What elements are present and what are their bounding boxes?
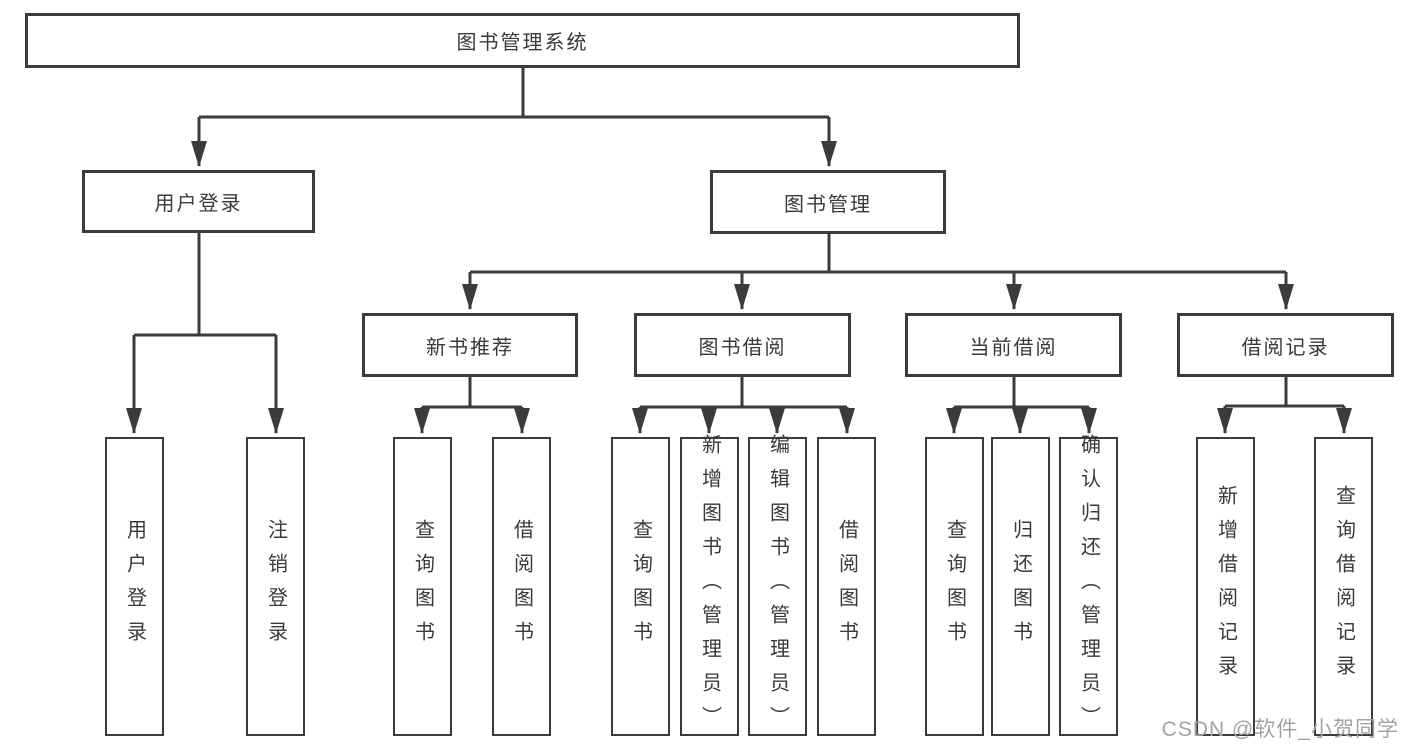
node-book-borrow: 图书借阅 — [634, 313, 851, 377]
node-label: 查询图书 — [943, 518, 966, 655]
node-label: 新增借阅记录 — [1214, 484, 1237, 689]
node-book-management: 图书管理 — [710, 170, 946, 234]
node-label: 查询图书 — [411, 518, 434, 655]
node-leaf-query-book-2: 查询图书 — [611, 437, 670, 736]
node-label: 新书推荐 — [426, 336, 514, 359]
node-leaf-add-book-admin: 新增图书（管理员） — [680, 434, 739, 740]
node-label: 图书借阅 — [698, 336, 787, 359]
node-label: 编辑图书（管理员） — [766, 433, 789, 740]
node-label: 当前借阅 — [969, 336, 1058, 359]
node-leaf-user-login: 用户登录 — [105, 437, 164, 736]
node-leaf-logout: 注销登录 — [246, 437, 305, 736]
node-label: 用户登录 — [123, 518, 146, 655]
node-leaf-confirm-return-admin: 确认归还（管理员） — [1059, 434, 1118, 740]
node-label: 归还图书 — [1009, 518, 1032, 655]
node-leaf-query-book-1: 查询图书 — [393, 437, 452, 736]
node-borrow-record: 借阅记录 — [1177, 313, 1394, 377]
node-label: 借阅图书 — [510, 518, 533, 655]
node-label: 借阅记录 — [1241, 336, 1330, 359]
node-new-book-recommend: 新书推荐 — [362, 313, 578, 377]
node-library-management-system: 图书管理系统 — [25, 13, 1020, 68]
node-label: 图书管理 — [784, 193, 872, 216]
node-user-login: 用户登录 — [82, 170, 315, 233]
node-leaf-return-book: 归还图书 — [991, 437, 1050, 736]
node-label: 查询图书 — [629, 518, 652, 655]
node-leaf-edit-book-admin: 编辑图书（管理员） — [748, 434, 807, 740]
node-label: 用户登录 — [154, 193, 243, 215]
node-leaf-query-book-3: 查询图书 — [925, 437, 984, 736]
node-leaf-query-borrow-record: 查询借阅记录 — [1314, 437, 1373, 736]
node-label: 借阅图书 — [835, 518, 858, 655]
node-label: 新增图书（管理员） — [698, 433, 721, 740]
node-current-borrow: 当前借阅 — [905, 313, 1122, 377]
node-label: 确认归还（管理员） — [1077, 433, 1100, 740]
node-label: 查询借阅记录 — [1332, 484, 1355, 689]
node-leaf-borrow-book-2: 借阅图书 — [817, 437, 876, 736]
node-label: 图书管理系统 — [456, 32, 589, 54]
node-label: 注销登录 — [264, 518, 287, 655]
node-leaf-add-borrow-record: 新增借阅记录 — [1196, 437, 1255, 736]
node-leaf-borrow-book-1: 借阅图书 — [492, 437, 551, 736]
